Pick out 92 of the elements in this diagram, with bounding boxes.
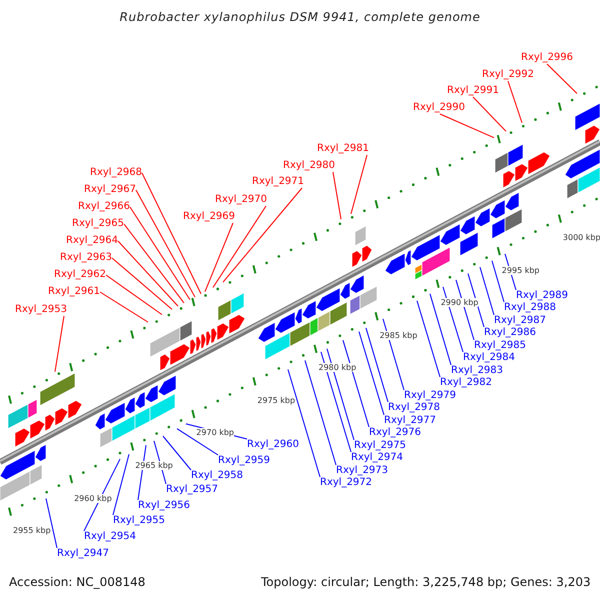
gene-label: Rxyl_2992 bbox=[482, 69, 534, 81]
leader-line bbox=[508, 80, 522, 124]
leader-line bbox=[106, 274, 162, 316]
leader-line bbox=[304, 360, 336, 466]
leader-line bbox=[176, 428, 218, 456]
leader-line bbox=[326, 348, 354, 440]
gene-label: Rxyl_2966 bbox=[78, 201, 130, 213]
gene-label: Rxyl_2953 bbox=[15, 304, 68, 316]
leader-line bbox=[162, 436, 192, 470]
scale-label: 2980 kbp bbox=[318, 363, 356, 372]
gene-label: Rxyl_2963 bbox=[60, 252, 112, 264]
scale-label: 2965 kbp bbox=[135, 461, 173, 470]
leader-line bbox=[112, 258, 172, 310]
leader-line bbox=[342, 340, 370, 428]
gene-label: Rxyl_2960 bbox=[247, 439, 300, 451]
gene-label: Rxyl_2959 bbox=[218, 455, 270, 467]
gene-label: Rxyl_2983 bbox=[451, 365, 504, 377]
gene-label: Rxyl_2955 bbox=[113, 515, 166, 527]
gene-label: Rxyl_2970 bbox=[215, 194, 268, 206]
leader-line bbox=[288, 369, 320, 478]
gene-label: Rxyl_2981 bbox=[317, 143, 370, 155]
leader-line bbox=[204, 222, 234, 292]
gene-label: Rxyl_2984 bbox=[463, 352, 516, 364]
leader-line bbox=[492, 260, 504, 302]
leader-line bbox=[222, 188, 302, 283]
leader-line bbox=[46, 498, 58, 548]
gene-label: Rxyl_2982 bbox=[440, 377, 492, 389]
gene-label: Rxyl_2947 bbox=[57, 548, 110, 560]
leader-line bbox=[112, 454, 130, 516]
leader-line bbox=[136, 190, 196, 298]
gene-label: Rxyl_2976 bbox=[369, 427, 422, 439]
leader-line bbox=[100, 292, 148, 323]
diagram-title: Rubrobacter xylanophilus DSM 9941, complete genome bbox=[118, 11, 482, 23]
gene-label: Rxyl_2956 bbox=[138, 500, 190, 512]
gene-label: Rxyl_2962 bbox=[54, 269, 106, 281]
gene-label: Rxyl_2974 bbox=[351, 452, 404, 464]
gene-label: Rxyl_2958 bbox=[191, 470, 244, 482]
gene-label: Rxyl_2988 bbox=[504, 302, 556, 314]
gene-label: Rxyl_2975 bbox=[354, 440, 406, 452]
gene-label: Rxyl_2991 bbox=[447, 85, 500, 97]
gene-label: Rxyl_2957 bbox=[166, 484, 218, 496]
leader-line bbox=[320, 351, 352, 452]
leader-line bbox=[430, 293, 452, 366]
leader-line bbox=[350, 154, 368, 214]
leader-line bbox=[416, 300, 440, 378]
leader-line bbox=[84, 458, 120, 532]
scale-label: 2985 kbp bbox=[380, 330, 418, 340]
leader-line bbox=[118, 240, 178, 307]
gene-label: Rxyl_2968 bbox=[90, 167, 142, 179]
leader-line bbox=[142, 172, 202, 294]
leader-line bbox=[440, 114, 494, 138]
scale-label: 2995 kbp bbox=[502, 266, 540, 275]
gene-label: Rxyl_2980 bbox=[283, 160, 336, 172]
leader-line bbox=[212, 206, 266, 288]
leader-line bbox=[366, 327, 388, 402]
gene-label: Rxyl_2972 bbox=[320, 477, 372, 489]
gene-label: Rxyl_2986 bbox=[484, 327, 536, 339]
scale-label: 2990 kbp bbox=[440, 298, 478, 308]
scale-label: 3000 kbp bbox=[562, 233, 600, 242]
gene-label: Rxyl_2987 bbox=[494, 315, 546, 327]
gene-label: Rxyl_2964 bbox=[66, 235, 118, 247]
scale-label: 2955 kbp bbox=[13, 526, 51, 536]
leader-line bbox=[546, 64, 578, 94]
leader-line bbox=[472, 96, 506, 132]
gene-label: Rxyl_2954 bbox=[84, 531, 136, 543]
leader-line bbox=[456, 279, 474, 340]
leader-line bbox=[358, 331, 384, 416]
leader-line bbox=[468, 273, 484, 328]
leader-line bbox=[124, 224, 184, 304]
gene-label: Rxyl_2971 bbox=[252, 176, 304, 188]
gene-label: Rxyl_2990 bbox=[413, 102, 466, 114]
leader-line bbox=[54, 316, 64, 372]
leader-line bbox=[332, 172, 342, 220]
accession-text: Accession: NC_008148 bbox=[9, 576, 146, 588]
gene-label: Rxyl_2967 bbox=[84, 184, 136, 196]
gene-label: Rxyl_2996 bbox=[521, 52, 574, 64]
leader-line bbox=[480, 266, 494, 316]
genome-info-text: Topology: circular; Length: 3,225,748 bp; Genes: 3,203 bbox=[261, 576, 591, 588]
gene-label: Rxyl_2965 bbox=[72, 218, 124, 230]
gene-label: Rxyl_2961 bbox=[48, 286, 100, 298]
leader-line bbox=[130, 206, 190, 300]
gene-label: Rxyl_2977 bbox=[384, 415, 436, 427]
gene-label: Rxyl_2989 bbox=[516, 290, 568, 302]
gene-label: Rxyl_2985 bbox=[474, 340, 526, 352]
scale-label: 2970 kbp bbox=[196, 428, 234, 438]
gene-label: Rxyl_2973 bbox=[336, 465, 388, 477]
scale-label: 2960 kbp bbox=[74, 494, 112, 503]
scale-label: 2975 kbp bbox=[257, 396, 296, 405]
leader-line bbox=[382, 318, 404, 390]
gene-label: Rxyl_2978 bbox=[388, 402, 440, 414]
gene-label: Rxyl_2979 bbox=[404, 390, 456, 402]
gene-label: Rxyl_2969 bbox=[183, 211, 236, 223]
